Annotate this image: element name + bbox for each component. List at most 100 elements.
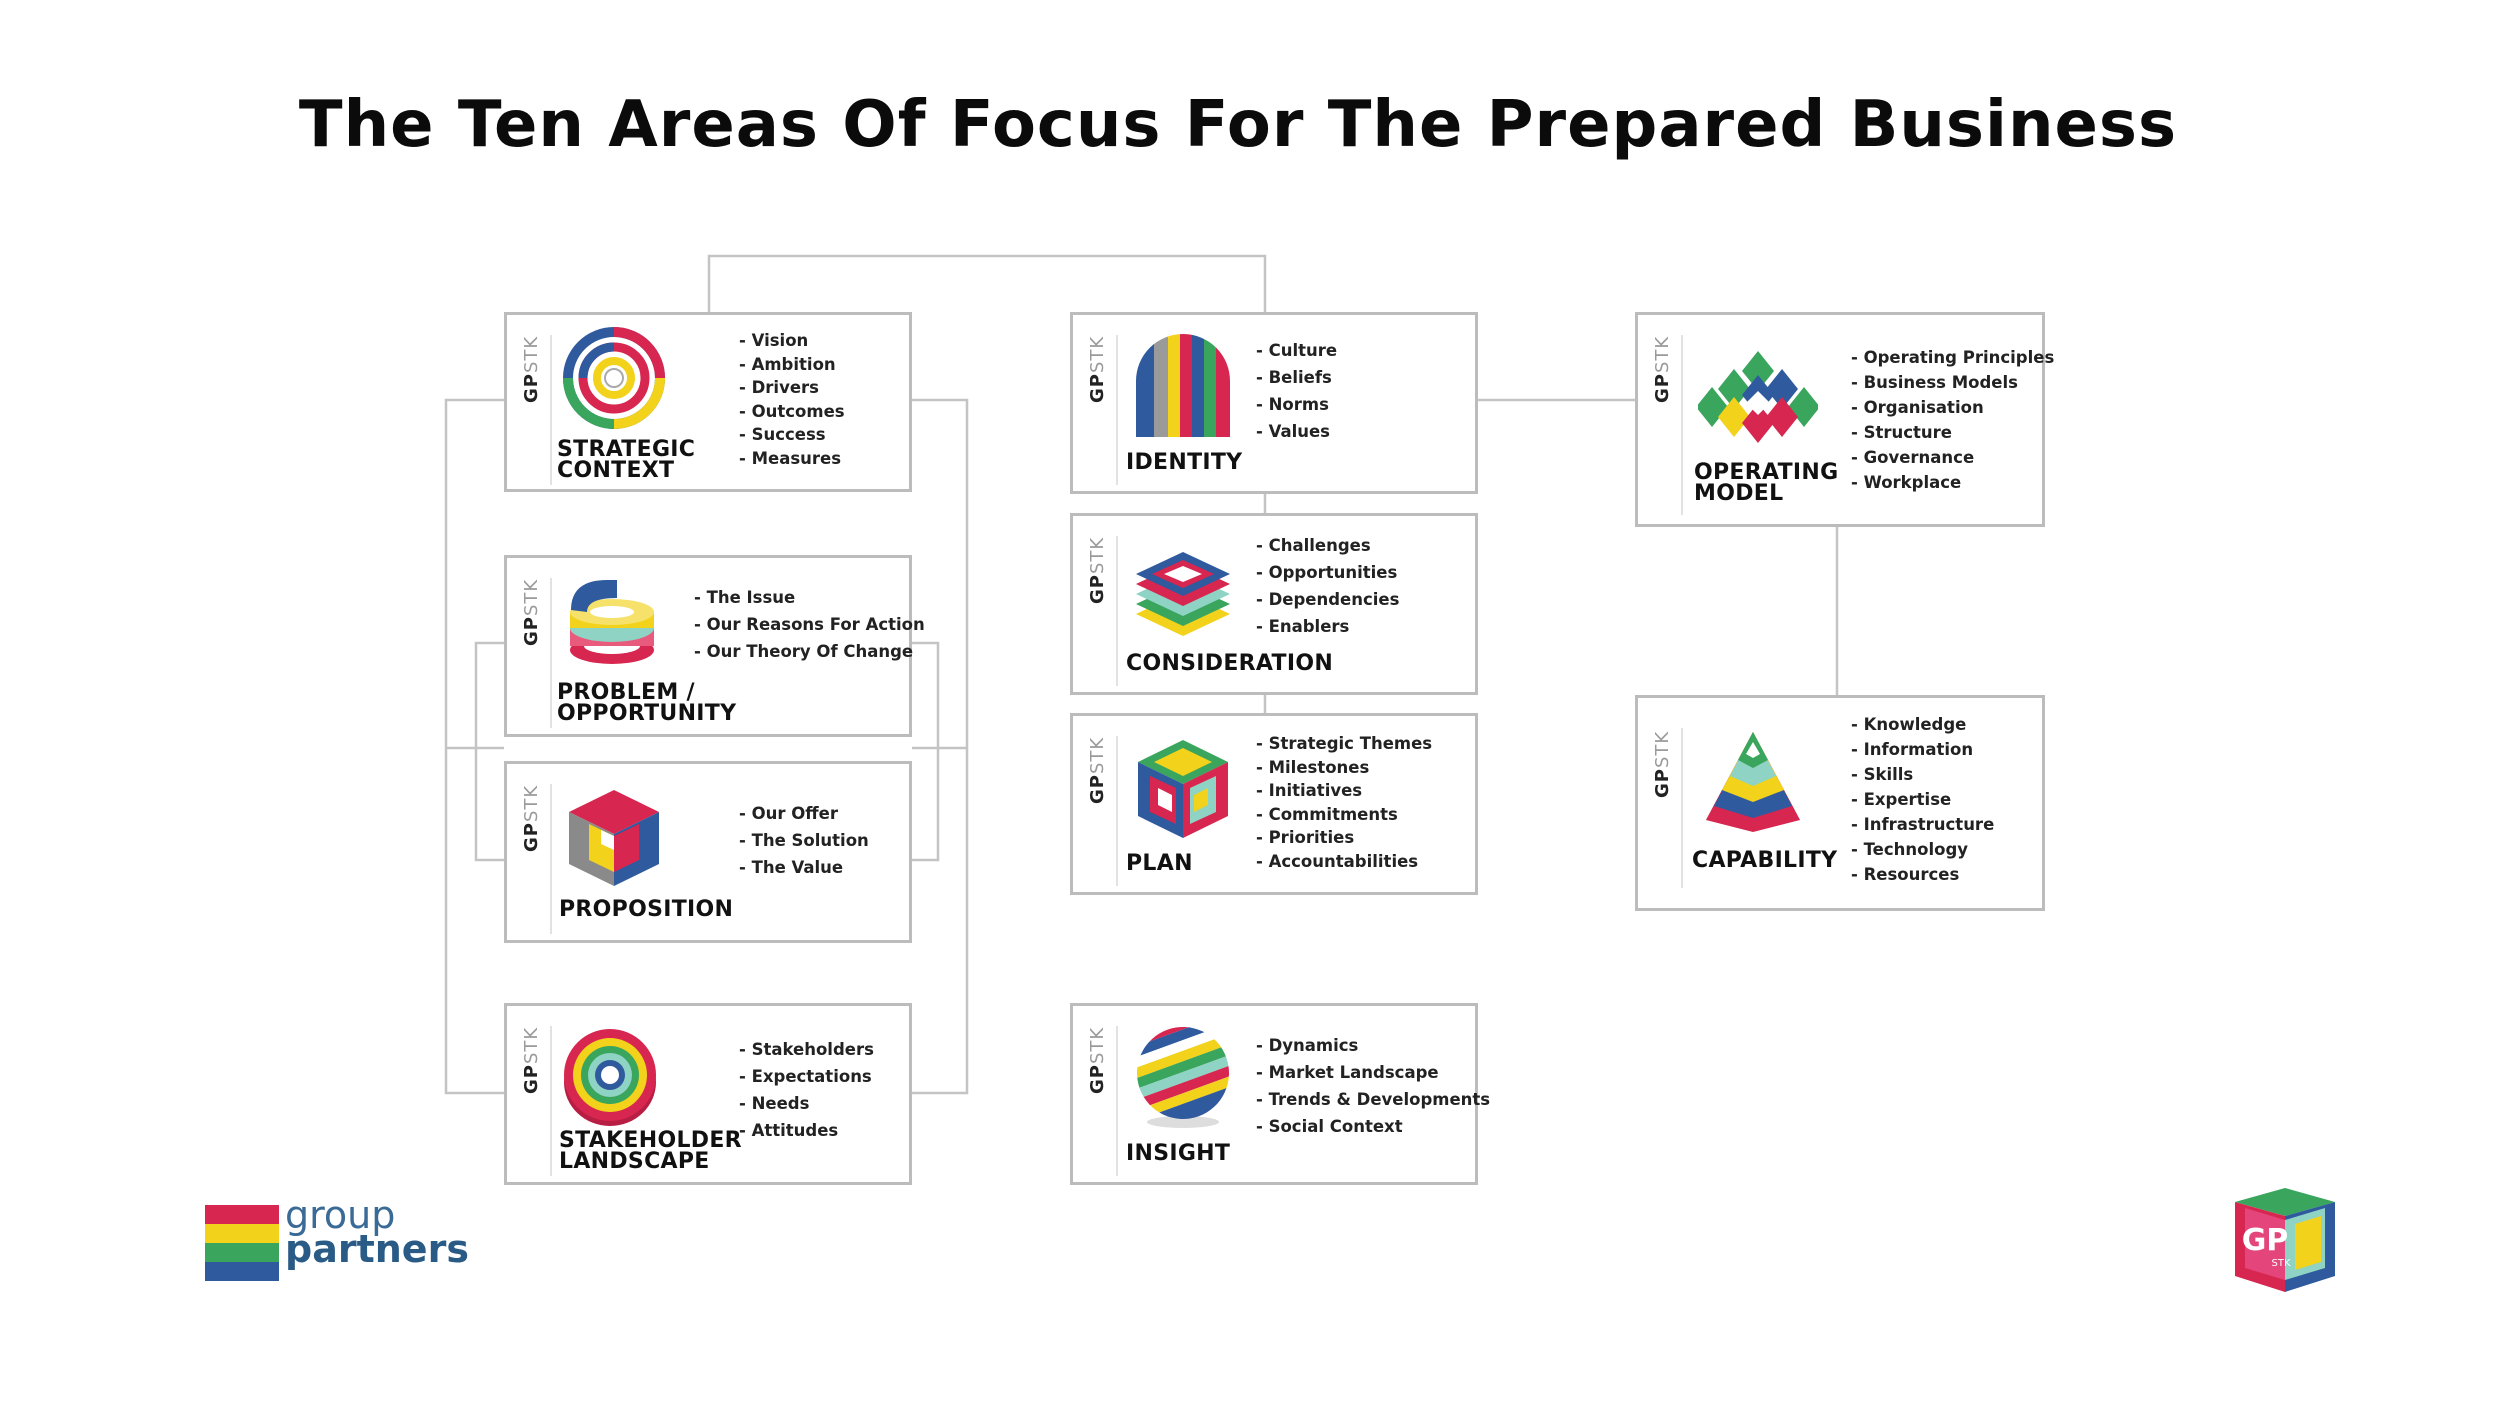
card-list: - Challenges - Opportunities - Dependenc… <box>1256 532 1399 640</box>
brand-gpstk: GPSTK <box>1087 736 1108 804</box>
divider <box>1116 736 1118 886</box>
card-list: - Dynamics - Market Landscape - Trends &… <box>1256 1032 1490 1140</box>
card-title: CAPABILITY <box>1692 848 1838 873</box>
divider <box>550 335 552 485</box>
list-item: - Success <box>739 425 826 444</box>
list-item: - Resources <box>1851 865 1960 884</box>
target-rings-icon <box>564 1029 656 1126</box>
card-list: - Stakeholders - Expectations - Needs - … <box>739 1036 874 1144</box>
card-list: - Strategic Themes - Milestones - Initia… <box>1256 732 1432 873</box>
open-cube-icon <box>1138 740 1228 838</box>
card-capability[interactable]: GPSTK CAPABILITY - Knowledge - Informati… <box>1635 695 2045 911</box>
card-list: - Our Offer - The Solution - The Value <box>739 800 869 881</box>
list-item: - Commitments <box>1256 804 1398 824</box>
list-item: - Dependencies <box>1256 590 1400 609</box>
brand-gpstk: GPSTK <box>1087 536 1108 604</box>
cube-letters: GP <box>2242 1223 2289 1258</box>
brand-gpstk: GPSTK <box>521 1026 542 1094</box>
list-item: - Governance <box>1851 448 1975 467</box>
card-stakeholder-landscape[interactable]: GPSTK STAKEHOLDER LANDSCAPE - Stakeholde… <box>504 1003 912 1185</box>
card-title: STAKEHOLDER LANDSCAPE <box>559 1128 742 1174</box>
list-item: - Values <box>1256 422 1331 441</box>
list-item: - Trends & Developments <box>1256 1090 1491 1109</box>
group-partners-logo-mark <box>205 1205 279 1281</box>
group-partners-logo-text: group partners <box>285 1193 469 1271</box>
card-proposition[interactable]: GPSTK PROPOSITION - Our Offer - The Solu… <box>504 761 912 943</box>
logo-line-2: partners <box>285 1227 469 1271</box>
list-item: - Technology <box>1851 840 1969 859</box>
card-list: - Operating Principles - Business Models… <box>1851 345 2054 495</box>
list-item: - Challenges <box>1256 536 1371 555</box>
card-identity[interactable]: GPSTK IDENTITY - Culture - Beliefs - Nor… <box>1070 312 1478 494</box>
list-item: - Beliefs <box>1256 368 1332 387</box>
list-item: - Attitudes <box>739 1121 839 1140</box>
card-title: PLAN <box>1126 851 1193 876</box>
brand-gpstk: GPSTK <box>1087 1026 1108 1094</box>
card-title: INSIGHT <box>1126 1141 1231 1166</box>
list-item: - Business Models <box>1851 373 2018 392</box>
list-item: - Operating Principles <box>1851 348 2055 367</box>
list-item: - Enablers <box>1256 617 1350 636</box>
card-list: - Culture - Beliefs - Norms - Values <box>1256 337 1337 445</box>
divider <box>1116 335 1118 485</box>
connector-top <box>707 254 1267 312</box>
list-item: - Our Theory Of Change <box>694 642 914 661</box>
logo-line-1: group <box>285 1193 396 1237</box>
diamond-pyramid-icon <box>1698 351 1818 443</box>
list-item: - Social Context <box>1256 1117 1403 1136</box>
connector-left-outer <box>444 398 504 1095</box>
brand-gpstk: GPSTK <box>1652 335 1673 403</box>
list-item: - The Issue <box>694 588 796 607</box>
connector-right-outer <box>912 398 969 1095</box>
list-item: - Our Reasons For Action <box>694 615 925 634</box>
list-item: - Strategic Themes <box>1256 734 1433 753</box>
swirl-ring-icon <box>563 327 665 429</box>
page-title: The Ten Areas Of Focus For The Prepared … <box>298 88 2178 162</box>
list-item: - Ambition <box>739 354 836 374</box>
divider <box>1116 536 1118 686</box>
divider <box>1116 1026 1118 1176</box>
card-title: IDENTITY <box>1126 450 1243 475</box>
layered-stack-icon <box>1136 552 1230 636</box>
striped-column-icon <box>1136 334 1230 437</box>
card-strategic-context[interactable]: GPSTK STRATEGIC CONTEXT - Vision - Ambit… <box>504 312 912 492</box>
layered-pyramid-icon <box>1706 732 1800 832</box>
card-problem-opportunity[interactable]: GPSTK PROBLEM / OPPORTUNITY - The Issue … <box>504 555 925 737</box>
gpstk-cube-logo: GP STK <box>2235 1188 2335 1292</box>
card-operating-model[interactable]: GPSTK OPERATING MODEL - Operating Princi… <box>1635 312 2054 527</box>
brand-gpstk: GPSTK <box>1652 730 1673 798</box>
cube-sub: STK <box>2271 1258 2290 1269</box>
divider <box>550 784 552 934</box>
list-item: - Organisation <box>1851 398 1984 417</box>
divider <box>1681 335 1683 515</box>
list-item: - Stakeholders <box>739 1040 874 1059</box>
card-insight[interactable]: GPSTK INSIGHT - Dynamics - Market Landsc… <box>1070 1003 1490 1185</box>
striped-sphere-icon <box>1128 1018 1238 1132</box>
card-title: PROBLEM / OPPORTUNITY <box>557 680 737 726</box>
list-item: - Opportunities <box>1256 563 1398 582</box>
brand-gpstk: GPSTK <box>521 784 542 852</box>
card-title: CONSIDERATION <box>1126 651 1334 676</box>
list-item: - Measures <box>739 448 842 468</box>
list-item: - Skills <box>1851 765 1914 784</box>
list-item: - Needs <box>739 1094 810 1113</box>
card-consideration[interactable]: GPSTK CONSIDERATION - Challenges - Oppor… <box>1070 513 1478 695</box>
cube-puzzle-icon <box>569 790 659 886</box>
list-item: - Outcomes <box>739 401 845 421</box>
card-title: PROPOSITION <box>559 897 734 922</box>
list-item: - Norms <box>1256 395 1329 414</box>
list-item: - Vision <box>739 331 809 350</box>
divider <box>1681 728 1683 888</box>
list-item: - Workplace <box>1851 473 1962 492</box>
list-item: - Our Offer <box>739 804 838 823</box>
card-list: - Knowledge - Information - Skills - Exp… <box>1851 712 1994 887</box>
card-plan[interactable]: GPSTK PLAN - Strategic Themes - Mileston… <box>1070 713 1478 895</box>
connector-left-mid <box>474 641 504 862</box>
list-item: - The Solution <box>739 831 869 850</box>
list-item: - Drivers <box>739 378 819 397</box>
card-list: - The Issue - Our Reasons For Action - O… <box>694 584 925 665</box>
brand-gpstk: GPSTK <box>521 335 542 403</box>
stacked-rings-icon <box>570 580 654 664</box>
brand-gpstk: GPSTK <box>1087 335 1108 403</box>
